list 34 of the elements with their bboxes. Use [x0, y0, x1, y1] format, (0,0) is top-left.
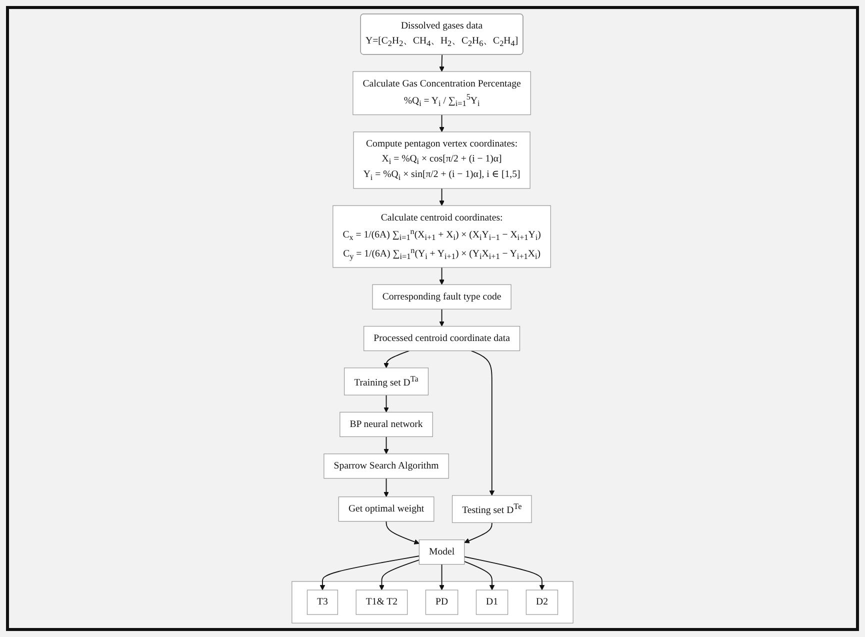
node-box: Model — [418, 540, 465, 565]
node-box: Calculate centroid coordinates: C$_{x}$ = 1/(6A) ∑$_{i=1}$$^{n}$(X$_{i+1}$ + X$_{i}$) × (X$_{i}$Y$_{i−1}$ − X$_{i+1}$Y$_{i}$) C$_{y}$ = 1/(6A) ∑$_{i=1}$$^{n}$(Y$_{i}$ + Y$_{i+1}$) × (Y$_{i}$X$_{i+1}$ − Y$_{i+1}$X$_{i}$) — [332, 205, 551, 268]
node-box: Compute pentagon vertex coordinates: X$_{i}$ = %Q$_{i}$ × cos[π/2 + (i − 1)α] Y$_{i}$ = %Q$_{i}$ × sin[π/2 + (i − 1)α], i ∈ [1,5] — [353, 132, 530, 189]
arrow — [464, 560, 495, 590]
arrow — [464, 556, 545, 590]
arrow — [439, 267, 444, 285]
node-box: T3 — [306, 590, 338, 615]
node-box: Calculate Gas Concentration Percentage %Q$_{i}$ = Y$_{i}$ / ∑$_{i=1}$$^{5}$Y$_{i}$ — [352, 71, 531, 116]
arrow — [386, 520, 420, 544]
arrow — [384, 436, 389, 454]
node-box: Corresponding fault type code — [372, 284, 512, 310]
node-box: Processed centroid coordinate data — [364, 326, 520, 352]
arrow — [379, 559, 420, 590]
arrow — [320, 556, 420, 590]
node-box: BP neural network — [340, 412, 433, 438]
arrow — [439, 564, 444, 590]
node-box: D1 — [476, 590, 508, 615]
node-box: D2 — [526, 590, 558, 615]
arrow — [439, 308, 444, 326]
arrow — [439, 114, 444, 132]
node-box: Sparrow Search Algorithm — [324, 454, 449, 479]
arrow — [384, 478, 389, 498]
node-box: PD — [425, 590, 458, 615]
node-box: Testing set D$^{Te}$ — [452, 495, 532, 523]
arrow — [384, 350, 410, 368]
arrow — [464, 522, 492, 544]
node-box: Get optimal weight — [338, 496, 434, 522]
arrow — [439, 188, 444, 206]
node-box: T1& T2 — [356, 590, 408, 615]
arrow — [384, 394, 389, 412]
node-box: Training set D$^{Ta}$ — [344, 368, 429, 396]
arrow — [470, 350, 495, 496]
arrow — [439, 54, 444, 72]
cluster — [292, 581, 574, 624]
